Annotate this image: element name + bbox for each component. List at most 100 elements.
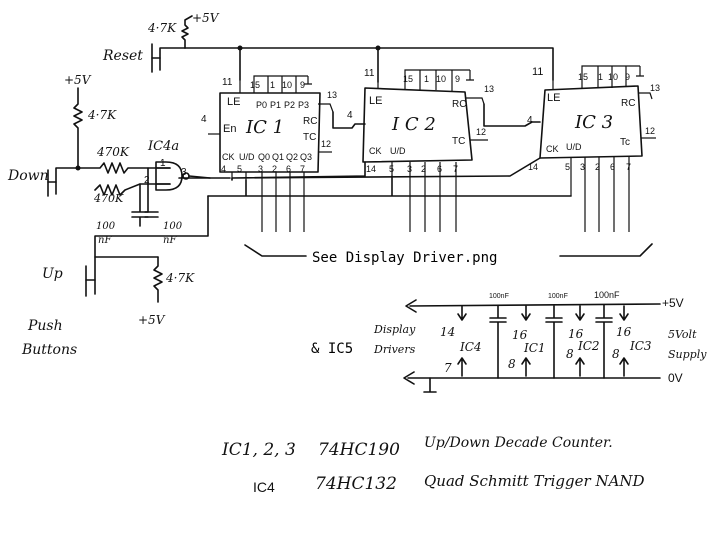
ic2-ck-label: CK bbox=[369, 146, 382, 156]
ic3-pin4: 4 bbox=[527, 115, 533, 126]
buttons-label: Buttons bbox=[21, 342, 77, 358]
junction-dot bbox=[375, 45, 381, 51]
ic1-en-label: En bbox=[223, 123, 236, 135]
ic3-pin5: 5 bbox=[565, 162, 570, 172]
ic2-chip: I C 2 LE RC TC CK U/D 11 15 1 10 9 13 12… bbox=[347, 68, 494, 232]
ic2-tc-label: TC bbox=[452, 136, 465, 147]
ic1-pin6: 6 bbox=[286, 164, 291, 174]
ic3-pin15: 15 bbox=[578, 72, 588, 82]
decoupling-cap-1 bbox=[489, 305, 507, 379]
down-pullup-resistor bbox=[73, 87, 83, 169]
legend-line1-desc: Up/Down Decade Counter. bbox=[424, 435, 613, 451]
up-to-updown-wire bbox=[94, 195, 209, 258]
ic2-preset-pins bbox=[404, 69, 470, 91]
ic3-le-label: LE bbox=[547, 92, 560, 104]
zero-v-rail-label: 0V bbox=[668, 371, 683, 385]
ic3-supply-label: IC3 bbox=[629, 339, 652, 353]
ic3-ground bbox=[636, 66, 644, 77]
ic3-pin14: 14 bbox=[528, 162, 538, 172]
input-section: Down +5V 4·7K 470K 470K 100 nF 100 nF IC… bbox=[7, 73, 211, 246]
ic3-ck-label: CK bbox=[546, 144, 559, 154]
reset-resistor-label: 4·7K bbox=[147, 21, 177, 35]
cap3-value: 100nF bbox=[594, 290, 620, 300]
ic3-power-pins bbox=[619, 305, 629, 377]
ic4-power-pins bbox=[457, 305, 467, 377]
display-drivers-label-2: Drivers bbox=[373, 343, 416, 356]
ic3-pin6: 6 bbox=[610, 162, 615, 172]
junction-dot bbox=[237, 45, 243, 51]
ic2-le-label: LE bbox=[369, 95, 382, 107]
resistor-470k-a-label: 470K bbox=[96, 145, 130, 159]
reset-section: Reset 4·7K +5V bbox=[102, 11, 554, 83]
ic3-pin8: 8 bbox=[612, 347, 620, 361]
reset-bus-wire bbox=[184, 47, 241, 81]
cap1-value: 100nF bbox=[489, 293, 509, 300]
ic2-pin11: 11 bbox=[364, 68, 375, 79]
ic1-pin10: 10 bbox=[282, 80, 292, 90]
ic4-supply-label: IC4 bbox=[459, 340, 482, 354]
ic1-pin15: 15 bbox=[250, 80, 260, 90]
ic2-pin13: 13 bbox=[484, 84, 494, 94]
up-plus5v-label: +5V bbox=[138, 313, 166, 327]
ic2-pin12: 12 bbox=[476, 127, 486, 137]
up-pullup-resistor bbox=[153, 256, 163, 303]
ic2-rc-label: RC bbox=[452, 99, 466, 110]
ic4a-pin3: 3 bbox=[181, 167, 187, 178]
ic1-p0-label: P0 bbox=[256, 100, 267, 110]
ic1-le-label: LE bbox=[227, 96, 240, 108]
ic2-pin2: 2 bbox=[421, 164, 426, 174]
ic1-rc-pin bbox=[318, 103, 334, 113]
ic3-preset-pins bbox=[581, 65, 640, 89]
ic1-pin9: 9 bbox=[300, 80, 305, 90]
ic4a-output bbox=[188, 175, 211, 179]
ic1-chip: IC 1 LE En RC TC CK U/D P0 P1 P2 P3 Q0 Q… bbox=[201, 75, 337, 232]
ic2-name: I C 2 bbox=[391, 114, 436, 135]
ic3-pin1: 1 bbox=[598, 72, 603, 82]
legend-line2-part: 74HC132 bbox=[315, 474, 397, 494]
ic1-pin5: 5 bbox=[237, 164, 242, 174]
decoupling-cap-2 bbox=[545, 305, 563, 379]
ic1-q2-label: Q2 bbox=[286, 152, 298, 162]
cap-a-value-2: nF bbox=[98, 235, 112, 246]
ic1-pin4-en: 4 bbox=[201, 114, 207, 125]
ic1-p3-label: P3 bbox=[298, 100, 309, 110]
cap-b-value-2: nF bbox=[163, 235, 177, 246]
ic4-pin14: 14 bbox=[440, 325, 455, 339]
ic3-tc-label: Tc bbox=[620, 137, 630, 148]
up-button-wire bbox=[85, 256, 159, 281]
ic3-pin16: 16 bbox=[616, 325, 632, 339]
ic1-body bbox=[219, 92, 321, 173]
see-display-driver-label: See Display Driver.png bbox=[312, 250, 497, 266]
ic2-ground bbox=[466, 70, 474, 81]
ic2-pin16: 16 bbox=[568, 327, 584, 341]
down-resistor-label: 4·7K bbox=[87, 108, 117, 122]
ic1-ground bbox=[304, 76, 312, 85]
ic3-pin13: 13 bbox=[650, 83, 660, 93]
ic4a-inputs bbox=[155, 167, 171, 185]
ic2-ud-label: U/D bbox=[390, 146, 406, 156]
ic1-pin3: 3 bbox=[258, 164, 263, 174]
ic1-q1-label: Q1 bbox=[272, 152, 284, 162]
display-driver-bracket: See Display Driver.png & IC5 bbox=[244, 243, 653, 357]
ic2-pin8: 8 bbox=[566, 347, 574, 361]
supply-ground bbox=[423, 377, 437, 393]
supply-label-1: 5Volt bbox=[668, 328, 697, 341]
debounce-capacitor-b bbox=[144, 167, 159, 218]
ic2-pin9: 9 bbox=[455, 74, 460, 84]
reset-pullup-resistor bbox=[181, 15, 193, 49]
cap-b-value-1: 100 bbox=[163, 221, 183, 232]
ic1-q3-label: Q3 bbox=[300, 152, 312, 162]
legend-line2-ics: IC4 bbox=[253, 479, 275, 495]
updown-bus bbox=[207, 175, 572, 197]
ic2-rc-to-ic3-en bbox=[483, 103, 541, 127]
down-button-wire bbox=[47, 167, 79, 183]
ic1-pin11: 11 bbox=[222, 77, 233, 88]
debounce-capacitor bbox=[131, 183, 149, 227]
legend-line2-desc: Quad Schmitt Trigger NAND bbox=[424, 472, 645, 490]
ic3-name: IC 3 bbox=[574, 112, 613, 133]
ic1-rc-to-ic2-en bbox=[332, 111, 366, 129]
ic3-ud-label: U/D bbox=[566, 142, 582, 152]
ic4a-pin2: 2 bbox=[144, 175, 150, 186]
ic1-pin7: 7 bbox=[300, 164, 305, 174]
